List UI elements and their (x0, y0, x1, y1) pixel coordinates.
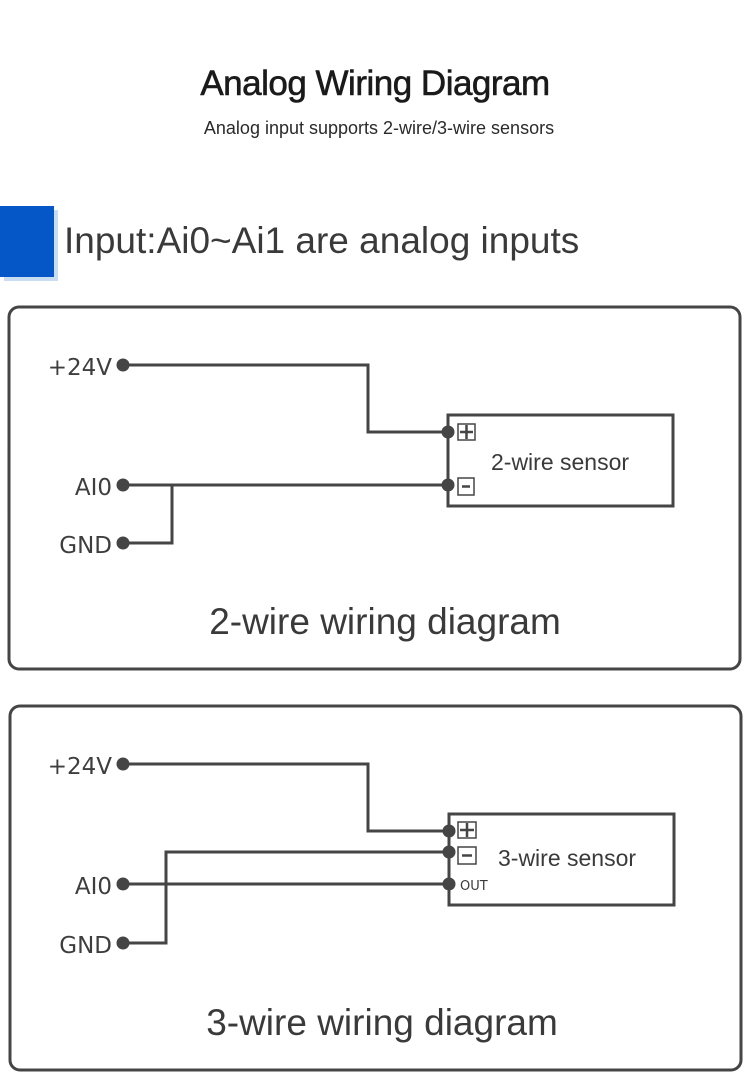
plus-terminal-icon (457, 423, 476, 441)
terminal-dot (116, 936, 130, 950)
plus-terminal-icon (457, 821, 477, 839)
wire-24v-to-plus (123, 762, 449, 833)
pin-label-gnd: GND (59, 933, 112, 959)
minus-terminal-icon (457, 846, 477, 865)
out-terminal-label: OUT (460, 879, 488, 894)
pin-label-ai0: AI0 (75, 475, 112, 501)
page-subtitle: Analog input supports 2-wire/3-wire sens… (203, 118, 555, 138)
two-wire-panel (7, 305, 742, 671)
wire-gnd-to-ai0 (123, 485, 174, 545)
terminal-dot (116, 536, 130, 550)
terminal-dot (441, 478, 455, 492)
two-wire-sensor-box (446, 413, 675, 508)
diagram-caption: 3-wire wiring diagram (206, 1002, 558, 1043)
sensor-label: 3-wire sensor (498, 845, 636, 871)
sensor-label: 2-wire sensor (491, 449, 629, 475)
wire-gnd-to-minus (123, 850, 449, 945)
terminal-dot (116, 478, 130, 492)
pin-label-24v: +24V (48, 355, 113, 381)
minus-terminal-icon (457, 477, 475, 496)
wire-24v-to-plus (123, 363, 448, 434)
pin-label-ai0: AI0 (75, 874, 112, 900)
terminal-dot (441, 425, 455, 439)
section-marker (0, 206, 54, 277)
diagram-caption: 2-wire wiring diagram (209, 601, 561, 642)
terminal-dot (442, 877, 456, 891)
three-wire-sensor-box (447, 812, 676, 907)
terminal-dot (116, 757, 130, 771)
pin-label-gnd: GND (59, 533, 112, 559)
terminal-dot (116, 358, 130, 372)
pin-label-24v: +24V (48, 754, 113, 780)
terminal-dot (442, 824, 456, 838)
terminal-dot (442, 845, 456, 859)
three-wire-panel (8, 704, 743, 1072)
terminal-dot (116, 877, 130, 891)
section-heading: Input:Ai0~Ai1 are analog inputs (64, 220, 580, 261)
page-title: Analog Wiring Diagram (200, 64, 550, 104)
